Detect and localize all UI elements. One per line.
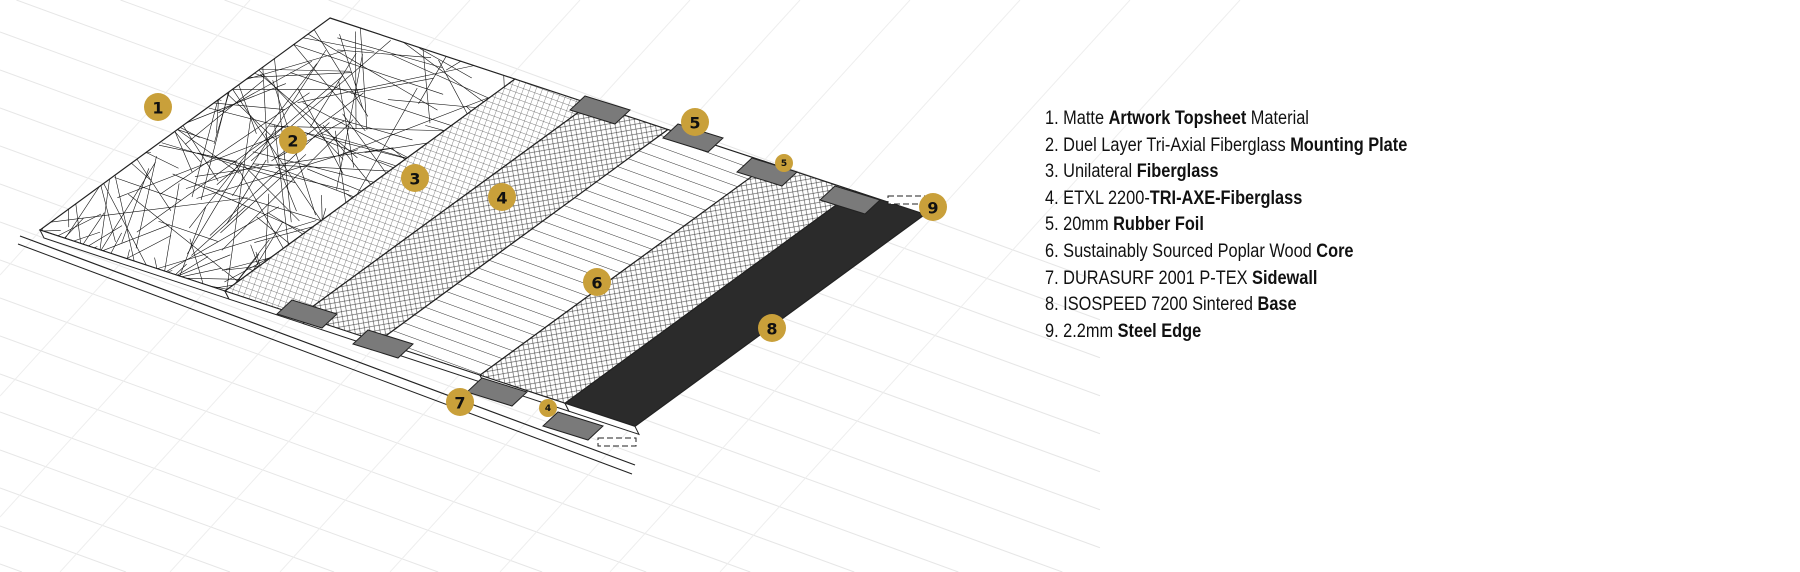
guide-line: [0, 563, 23, 572]
legend-item-pre: 2. Duel Layer Tri-Axial Fiberglass: [1045, 134, 1291, 156]
marker-number: 1: [152, 99, 163, 118]
layer-marker-5: 5: [775, 154, 793, 172]
rubber-foil-pads: [276, 95, 881, 441]
marker-number: 9: [927, 199, 938, 218]
guide-line: [0, 221, 959, 572]
legend-item-bold: Artwork Topsheet: [1108, 108, 1247, 129]
legend-item-bold: Rubber Foil: [1113, 214, 1204, 236]
legend-item-pre: 5. 20mm: [1045, 214, 1114, 236]
layer-strips: [17, 17, 927, 475]
marker-number: 2: [287, 132, 298, 151]
legend-item-pre: 6. Sustainably Sourced Poplar Wood: [1045, 240, 1317, 262]
legend-item: 3. Unilateral Fiberglass: [1045, 159, 1407, 186]
marker-number: 5: [689, 114, 700, 133]
layer-marker-4: 4: [539, 399, 557, 417]
base-layer-edge: [564, 402, 640, 436]
legend-item-bold: Steel Edge: [1117, 320, 1202, 342]
legend-item: 7. DURASURF 2001 P-TEX Sidewall: [1045, 266, 1407, 293]
guide-line: [0, 335, 647, 572]
legend-item-pre: 8. ISOSPEED 7200 Sintered: [1045, 294, 1258, 316]
legend-item-bold: Mounting Plate: [1290, 134, 1408, 156]
marker-number: 6: [591, 274, 602, 293]
rubber-foil-pad: [276, 299, 338, 329]
rubber-foil-pad: [662, 123, 724, 153]
guide-line: [0, 297, 751, 572]
guide-line: [0, 373, 543, 572]
layer-marker-3: 3: [401, 164, 429, 192]
legend-item-bold: Sidewall: [1252, 267, 1318, 289]
layer-marker-8: 8: [758, 314, 786, 342]
legend-item-bold: Fiberglass: [1136, 161, 1219, 183]
legend-item-pre: 9. 2.2mm: [1045, 320, 1118, 342]
legend-item: 8. ISOSPEED 7200 Sintered Base: [1045, 292, 1407, 319]
rubber-foil-pad: [819, 185, 881, 215]
legend-item: 5. 20mm Rubber Foil: [1045, 212, 1407, 239]
marker-number: 5: [781, 159, 787, 169]
layer-marker-2: 2: [279, 126, 307, 154]
guide-line: [0, 449, 335, 572]
guide-line: [609, 0, 1131, 572]
layer-marker-6: 6: [583, 268, 611, 296]
marker-number: 4: [545, 404, 551, 414]
marker-number: 7: [454, 394, 465, 413]
rubber-foil-pad: [352, 329, 414, 359]
guide-line: [0, 411, 439, 572]
layer-marker-4: 4: [488, 183, 516, 211]
legend-item: 6. Sustainably Sourced Poplar Wood Core: [1045, 239, 1407, 266]
layer-marker-7: 7: [446, 388, 474, 416]
legend-item: 9. 2.2mm Steel Edge: [1045, 319, 1407, 346]
legend-item-post: Material: [1246, 108, 1309, 129]
legend-item: 4. ETXL 2200-TRI-AXE-Fiberglass: [1045, 186, 1407, 213]
layer-marker-9: 9: [919, 193, 947, 221]
marker-number: 8: [766, 320, 777, 339]
rubber-foil-pad: [542, 411, 604, 441]
legend-item: 2. Duel Layer Tri-Axial Fiberglass Mount…: [1045, 133, 1407, 160]
marker-number: 4: [496, 189, 507, 208]
guide-line: [0, 525, 127, 572]
layer-marker-5: 5: [681, 108, 709, 136]
sidewall-edge: [19, 235, 636, 466]
rubber-foil-pad: [466, 377, 528, 407]
legend-item-bold: Core: [1316, 240, 1354, 262]
guide-line: [0, 487, 231, 572]
legend-item-bold: Base: [1257, 294, 1297, 316]
legend-item-pre: 4. ETXL 2200-: [1045, 187, 1150, 209]
rubber-foil-pad: [569, 95, 631, 125]
legend-item-bold: TRI-AXE-Fiberglass: [1149, 187, 1303, 209]
legend-item-pre: 3. Unilateral: [1045, 161, 1137, 183]
sidewall-edge-lower: [17, 243, 633, 475]
layer-marker-1: 1: [144, 93, 172, 121]
legend-item-pre: 1. Matte: [1045, 108, 1109, 129]
marker-number: 3: [409, 170, 420, 189]
steel-edge-lower: [597, 437, 637, 447]
guide-line: [719, 0, 1241, 572]
layer-markers: 1 2 3 4 5 5 6 7 4 8 9: [144, 93, 947, 417]
legend-item: 1. Matte Artwork Topsheet Material: [1045, 106, 1407, 133]
guide-line: [0, 259, 855, 572]
legend-item-pre: 7. DURASURF 2001 P-TEX: [1045, 267, 1253, 289]
